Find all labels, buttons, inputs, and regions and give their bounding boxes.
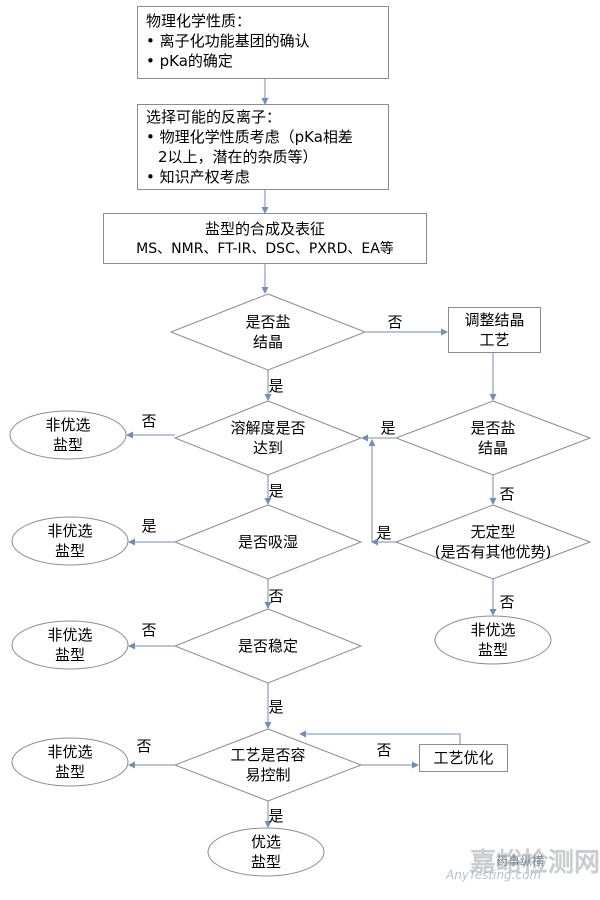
crystal-label: 是否盐结晶 [245, 313, 291, 351]
watermark-site: 嘉峪检测网 [470, 848, 600, 878]
non-preferred-ellipse-5 [434, 615, 552, 665]
stable-label: 是否稳定 [237, 637, 298, 655]
amorph-label: 无定型(是否有其他优势) [434, 523, 552, 561]
physchem-bullet-1: • 离子化功能基团的确认 [146, 32, 310, 50]
non-preferred-label-1: 非优选盐型 [45, 416, 91, 454]
no-label-crystal2: 否 [499, 485, 515, 503]
yes-label-crystal2: 是 [380, 419, 396, 437]
yes-label-stable: 是 [268, 698, 284, 716]
yes-label-solubility: 是 [268, 482, 284, 500]
no-label-process-right: 否 [376, 741, 392, 759]
yes-label-amorph: 是 [376, 524, 392, 542]
non-preferred-label-2: 非优选盐型 [47, 522, 93, 560]
watermark-url: AnyTesting.com [446, 868, 542, 882]
counterion-title: 选择可能的反离子： [146, 108, 282, 126]
optimize-label: 工艺优化 [433, 749, 494, 767]
solubility-label: 溶解度是否达到 [230, 419, 306, 457]
counterion-bullet-1-cont: 2以上，潜在的杂质等） [158, 148, 318, 166]
no-label-hygro: 否 [268, 587, 284, 605]
watermark-account: 药事纵横 [496, 854, 545, 868]
non-preferred-label-4: 非优选盐型 [47, 743, 93, 781]
yes-label-hygro: 是 [141, 517, 157, 535]
non-preferred-label-5: 非优选盐型 [470, 621, 516, 659]
no-label-stable: 否 [141, 621, 157, 639]
adjust-crystallization-box: 调整结晶 工艺 [448, 307, 541, 353]
no-label-crystal: 否 [387, 313, 403, 331]
adjust-line-1: 调整结晶 [464, 311, 525, 329]
synthesis-line-2: MS、NMR、FT-IR、DSC、PXRD、EA等 [136, 240, 394, 257]
preferred-label: 优选盐型 [250, 833, 281, 871]
counterion-box: 选择可能的反离子： • 物理化学性质考虑（pKa相差 2以上，潜在的杂质等） •… [137, 104, 389, 190]
physchem-bullet-2: • pKa的确定 [146, 52, 233, 70]
no-label-amorph: 否 [499, 593, 515, 611]
yes-label-crystal: 是 [268, 377, 284, 395]
adjust-line-2: 工艺 [479, 331, 510, 349]
counterion-bullet-2: • 知识产权考虑 [146, 168, 250, 186]
process-label: 工艺是否容易控制 [230, 746, 306, 784]
preferred-ellipse [207, 827, 325, 877]
hygro-label: 是否吸湿 [237, 533, 298, 551]
crystal2-label: 是否盐结晶 [470, 419, 516, 457]
synthesis-line-1: 盐型的合成及表征 [204, 219, 325, 238]
synthesis-box: 盐型的合成及表征 MS、NMR、FT-IR、DSC、PXRD、EA等 [103, 213, 427, 264]
no-label-process: 否 [136, 737, 152, 755]
physchem-title: 物理化学性质： [146, 12, 252, 30]
non-preferred-label-3: 非优选盐型 [47, 626, 93, 664]
process-optimize-box: 工艺优化 [419, 744, 508, 772]
no-label-solubility: 否 [141, 412, 157, 430]
yes-label-process: 是 [268, 807, 284, 825]
counterion-bullet-1: • 物理化学性质考虑（pKa相差 [146, 128, 353, 146]
physchem-box: 物理化学性质： • 离子化功能基团的确认 • pKa的确定 [137, 6, 389, 79]
